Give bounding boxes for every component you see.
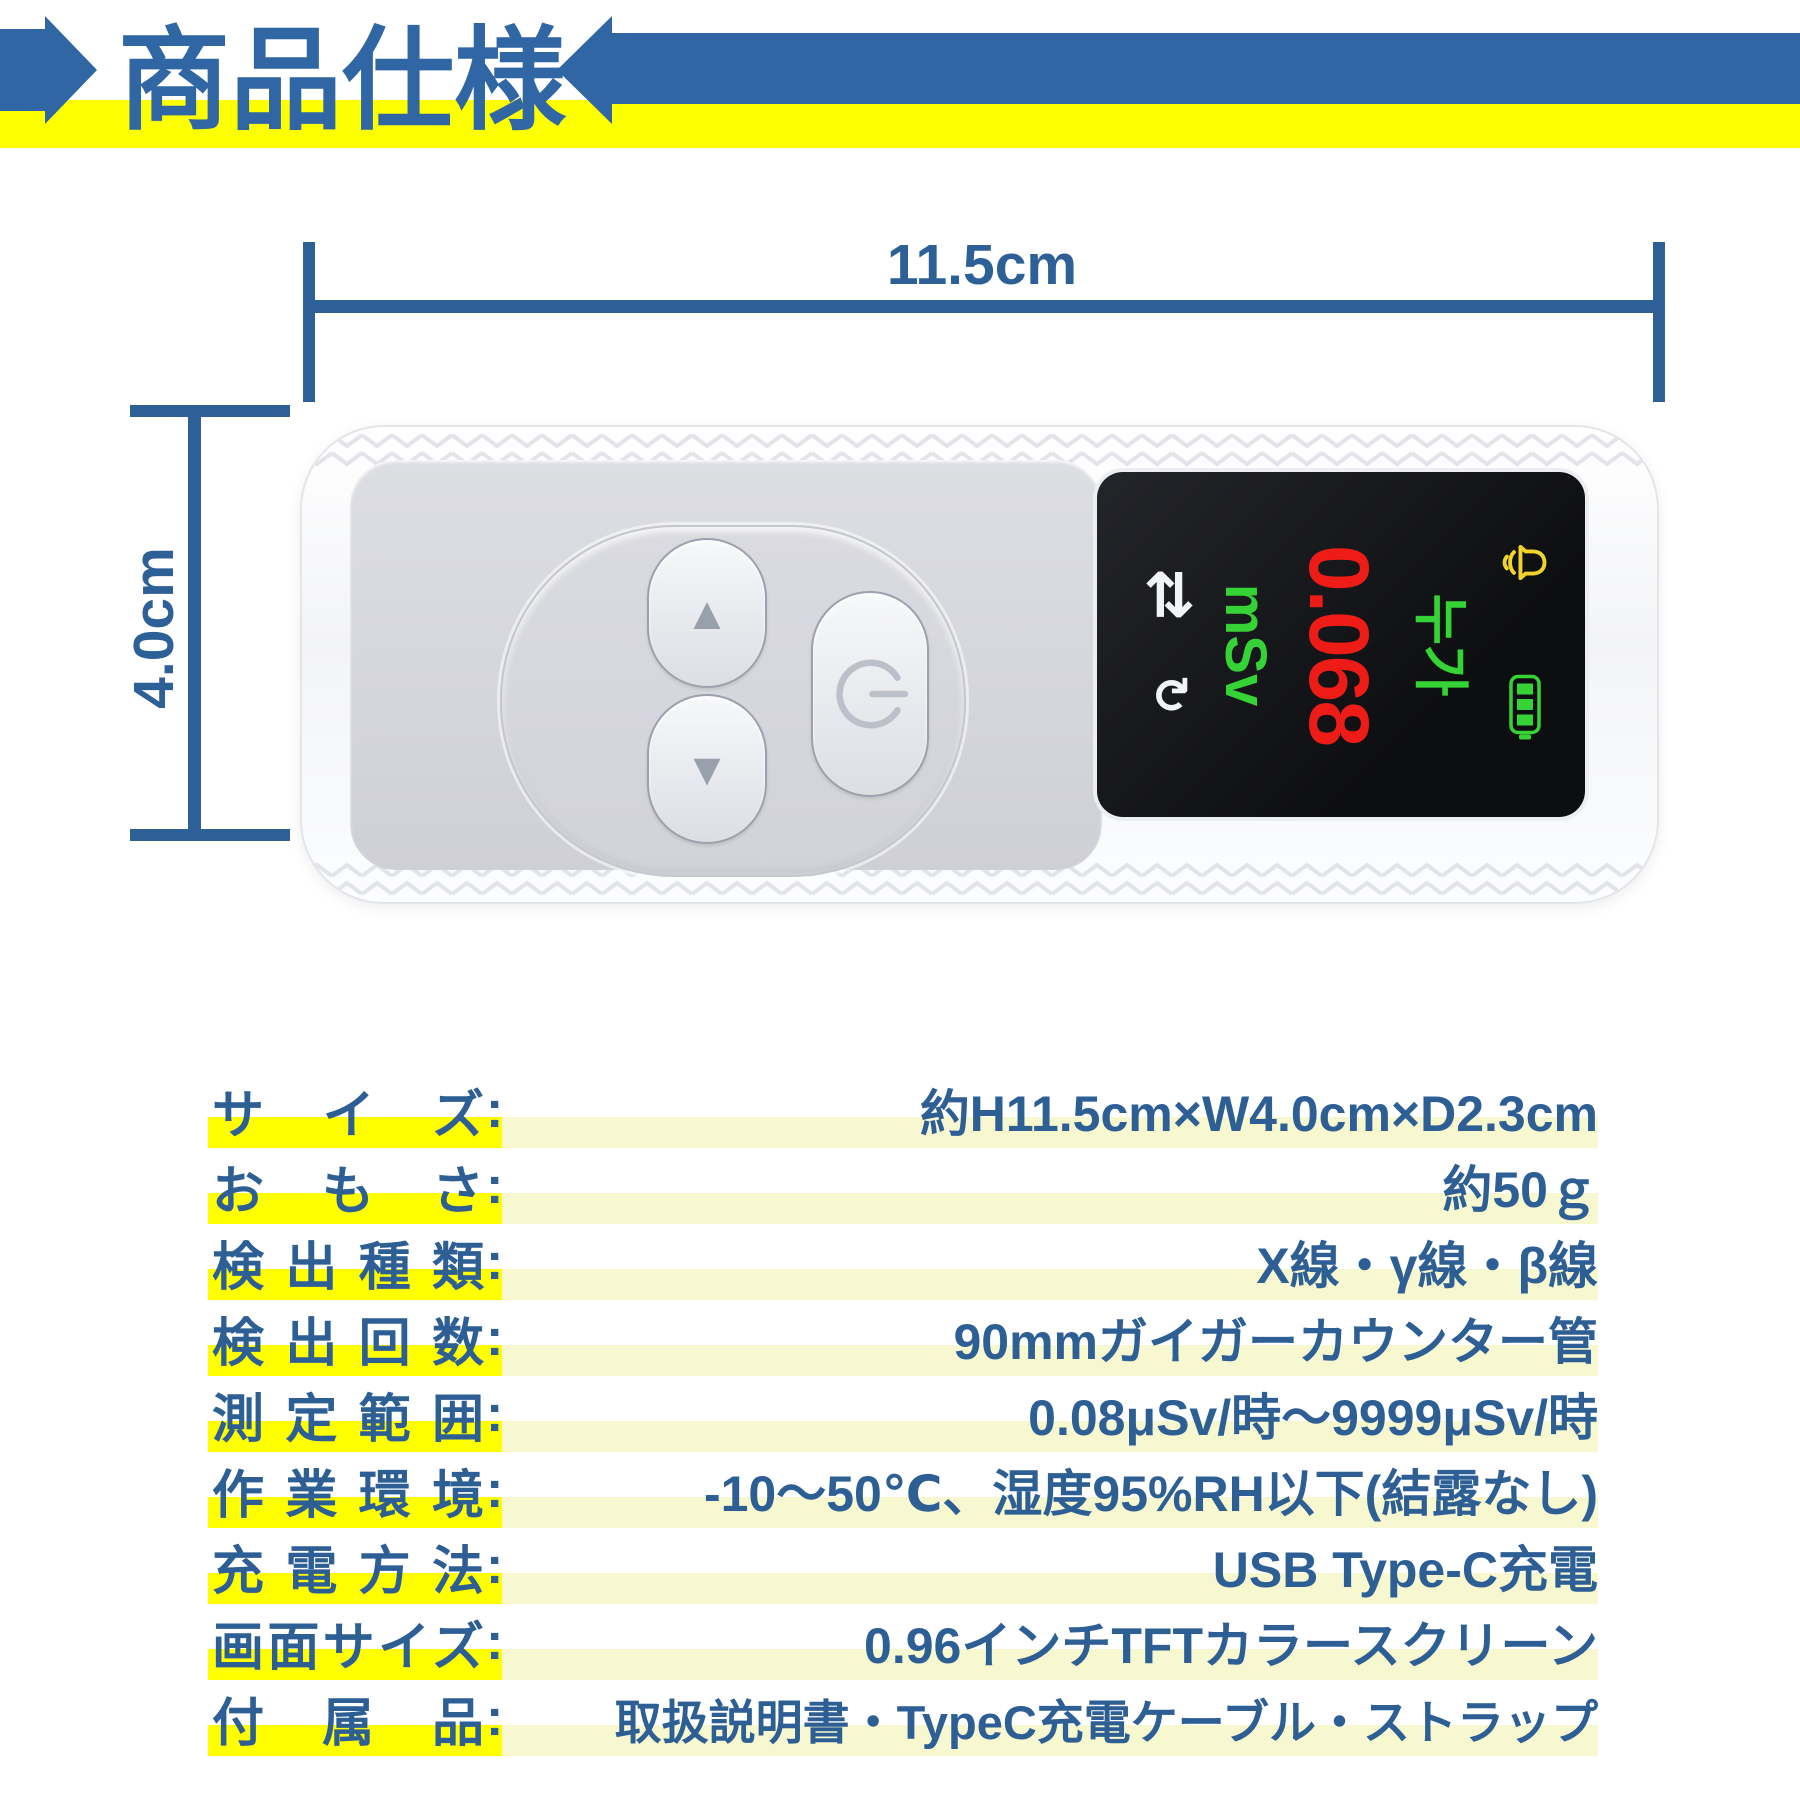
- table-row: サイズ : 約H11.5cm×W4.0cm×D2.3cm: [208, 1072, 1598, 1148]
- label-highlight: [208, 1649, 502, 1680]
- table-row: 付属品 : 取扱説明書・TypeC充電ケーブル・ストラップ: [208, 1680, 1598, 1756]
- label-highlight: [208, 1725, 502, 1756]
- label-highlight: [208, 1573, 502, 1604]
- swap-arrows-icon: ⇄: [1136, 568, 1205, 620]
- spec-value: 取扱説明書・TypeC充電ケーブル・ストラップ: [614, 1695, 1598, 1749]
- spec-value: 約50ｇ: [1442, 1162, 1598, 1218]
- battery-icon: [1509, 674, 1541, 739]
- width-dim-right-tick: [1653, 242, 1665, 402]
- width-dim-left-tick: [303, 242, 315, 402]
- spec-table: サイズ : 約H11.5cm×W4.0cm×D2.3cm おもさ : 約50ｇ …: [208, 1072, 1598, 1756]
- device-screen: 누가 0.068 mSv ⇄ ↻: [1097, 472, 1585, 817]
- up-button: ▲: [647, 538, 767, 688]
- header-yellow-band: [0, 100, 1800, 148]
- value-highlight: [502, 1117, 1598, 1148]
- value-highlight: [502, 1269, 1598, 1300]
- table-row: 画面サイズ : 0.96インチTFTカラースクリーン: [208, 1604, 1598, 1680]
- spec-colon: :: [486, 1689, 504, 1747]
- table-row: 検出種類 : X線・γ線・β線: [208, 1224, 1598, 1300]
- spec-value: 90mmガイガーカウンター管: [953, 1314, 1598, 1370]
- width-dim-label: 11.5cm: [886, 233, 1078, 297]
- spec-label: サイズ: [212, 1086, 484, 1145]
- table-row: 作業環境 : -10～50℃、湿度95%RH以下(結露なし): [208, 1452, 1598, 1528]
- table-row: おもさ : 約50ｇ: [208, 1148, 1598, 1224]
- power-button: [811, 591, 929, 797]
- screen-unit-label: mSv: [1213, 583, 1278, 706]
- spec-value: 約H11.5cm×W4.0cm×D2.3cm: [919, 1086, 1598, 1142]
- height-dim-label: 4.0cm: [122, 547, 186, 709]
- screen-reading-value: 0.068: [1292, 544, 1386, 745]
- spec-colon: :: [486, 1157, 504, 1215]
- value-highlight: [502, 1421, 1598, 1452]
- header-arrows: [0, 16, 1800, 124]
- value-highlight: [502, 1725, 1598, 1756]
- height-dim-bottom-tick: [130, 829, 290, 841]
- screen-mode-label: 누가: [1409, 592, 1472, 697]
- refresh-icon: ↻: [1143, 674, 1196, 715]
- spec-label: 検出回数: [212, 1314, 484, 1373]
- screen-content: 누가 0.068 mSv ⇄ ↻: [1097, 472, 1585, 817]
- spec-label: 充電方法: [212, 1542, 484, 1601]
- page-title: 商品仕様: [118, 18, 566, 143]
- spec-colon: :: [486, 1613, 504, 1671]
- spec-value: 0.96インチTFTカラースクリーン: [864, 1618, 1598, 1674]
- alarm-bell-icon: [1502, 544, 1547, 580]
- label-highlight: [208, 1345, 502, 1376]
- spec-colon: :: [486, 1309, 504, 1367]
- spec-label: おもさ: [212, 1162, 484, 1221]
- down-arrow-icon: ▼: [684, 743, 730, 795]
- control-panel: ▲ ▼: [350, 460, 1102, 877]
- spec-colon: :: [486, 1385, 504, 1443]
- spec-colon: :: [486, 1537, 504, 1595]
- table-row: 充電方法 : USB Type-C充電: [208, 1528, 1598, 1604]
- spec-label: 画面サイズ: [212, 1618, 484, 1677]
- table-row: 検出回数 : 90mmガイガーカウンター管: [208, 1300, 1598, 1376]
- spec-label: 作業環境: [212, 1466, 484, 1525]
- geiger-counter-device: ▲ ▼: [300, 425, 1659, 904]
- height-dim-top-tick: [130, 405, 290, 417]
- spec-colon: :: [486, 1233, 504, 1291]
- spec-value: -10～50℃、湿度95%RH以下(結露なし): [703, 1466, 1598, 1522]
- spec-value: X線・γ線・β線: [1256, 1238, 1598, 1294]
- label-highlight: [208, 1269, 502, 1300]
- width-dim-line: [303, 300, 1665, 313]
- spec-label: 付属品: [212, 1694, 484, 1753]
- up-arrow-icon: ▲: [684, 587, 730, 639]
- spec-value: 0.08μSv/時～9999μSv/時: [1028, 1390, 1598, 1446]
- spec-label: 検出種類: [212, 1238, 484, 1297]
- label-highlight: [208, 1497, 502, 1528]
- spec-colon: :: [486, 1081, 504, 1139]
- label-highlight: [208, 1193, 502, 1224]
- spec-colon: :: [486, 1461, 504, 1519]
- value-highlight: [502, 1497, 1598, 1528]
- value-highlight: [502, 1345, 1598, 1376]
- spec-label: 測定範囲: [212, 1390, 484, 1449]
- label-highlight: [208, 1421, 502, 1452]
- down-button: ▼: [647, 694, 767, 844]
- left-arrow-icon: [0, 16, 97, 124]
- power-icon: [836, 659, 909, 729]
- label-highlight: [208, 1117, 502, 1148]
- height-dim-line: [188, 405, 201, 841]
- spec-value: USB Type-C充電: [1212, 1542, 1598, 1598]
- table-row: 測定範囲 : 0.08μSv/時～9999μSv/時: [208, 1376, 1598, 1452]
- right-arrow-banner-icon: [557, 16, 1800, 124]
- value-highlight: [502, 1193, 1598, 1224]
- value-highlight: [502, 1649, 1598, 1680]
- value-highlight: [502, 1573, 1598, 1604]
